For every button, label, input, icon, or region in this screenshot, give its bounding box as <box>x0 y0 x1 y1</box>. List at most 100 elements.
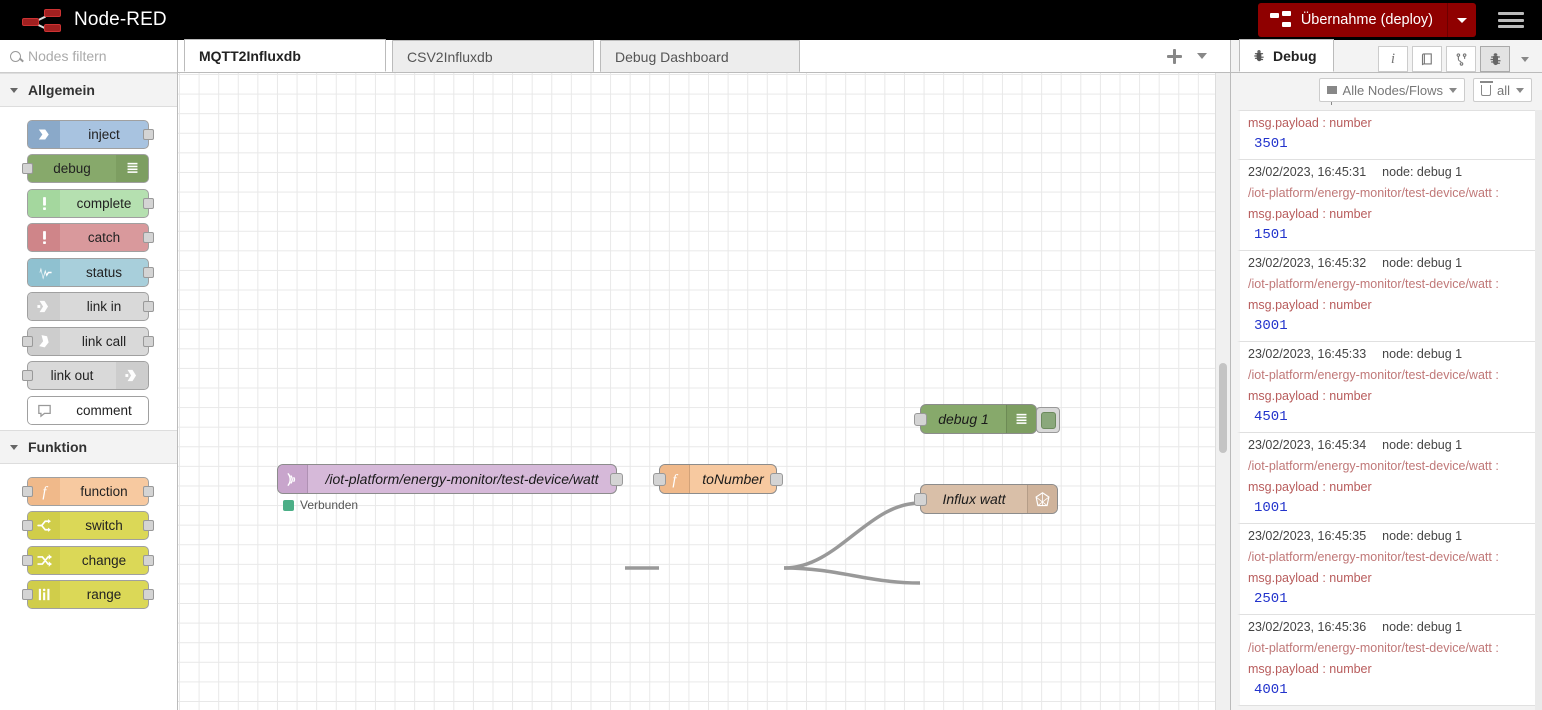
palette-node-catch[interactable]: catch <box>27 223 154 252</box>
node-output-port[interactable] <box>770 473 783 486</box>
node-output-port[interactable] <box>143 197 154 209</box>
debug-message-node: node: debug 1 <box>1382 347 1463 361</box>
debug-node[interactable]: debug 1 <box>914 404 1060 434</box>
palette-node-range[interactable]: range <box>22 580 154 609</box>
flow-tab-mqtt2influxdb[interactable]: MQTT2Influxdb <box>184 39 386 72</box>
flow-menu-button[interactable] <box>1188 43 1216 69</box>
palette-node-status[interactable]: status <box>27 257 154 287</box>
flow-tab-debug-dashboard[interactable]: Debug Dashboard <box>600 40 800 72</box>
palette-category-funktion[interactable]: Funktion <box>0 430 177 464</box>
debug-message-topic: /iot-platform/energy-monitor/test-device… <box>1248 641 1499 655</box>
chevron-down-icon <box>1448 87 1457 93</box>
node-output-port[interactable] <box>143 335 154 347</box>
palette-node-debug[interactable]: debug <box>22 154 149 183</box>
node-input-port[interactable] <box>22 163 33 174</box>
debug-node-toggle-button[interactable] <box>1036 407 1060 433</box>
info-icon[interactable]: i <box>1378 46 1408 72</box>
node-output-port[interactable] <box>143 485 154 497</box>
sidebar-menu-button[interactable] <box>1514 46 1536 72</box>
influxdb-out-node[interactable]: Influx watt <box>914 484 1058 514</box>
debug-message-node: node: debug 1 <box>1382 620 1463 634</box>
palette-node-complete[interactable]: complete <box>27 188 154 218</box>
canvas-scrollbar[interactable] <box>1215 73 1230 710</box>
search-input[interactable]: Nodes filtern <box>28 48 107 64</box>
node-input-port[interactable] <box>22 589 33 600</box>
add-flow-button[interactable] <box>1160 43 1188 69</box>
debug-filter-button[interactable]: Alle Nodes/Flows <box>1318 78 1465 105</box>
node-input-port[interactable] <box>22 335 33 347</box>
node-output-port[interactable] <box>143 301 154 312</box>
palette-node-label: function <box>80 483 128 499</box>
node-input-port[interactable] <box>22 554 33 566</box>
chevron-down-icon <box>10 87 18 93</box>
node-input-port[interactable] <box>653 473 666 486</box>
debug-scrollbar[interactable] <box>1535 110 1542 710</box>
deploy-button-label: Übernahme (deploy) <box>1300 12 1433 28</box>
node-output-port[interactable] <box>143 554 154 566</box>
palette-node-link-call[interactable]: link call <box>22 326 154 356</box>
palette-category-label: Allgemein <box>28 82 95 98</box>
palette-category-label: Funktion <box>28 439 88 455</box>
deploy-button[interactable]: Übernahme (deploy) <box>1257 3 1476 37</box>
node-input-port[interactable] <box>914 493 927 506</box>
tab-debug[interactable]: Debug <box>1239 39 1334 72</box>
palette-node-switch[interactable]: switch <box>22 511 154 540</box>
palette-search[interactable]: Nodes filtern <box>0 40 177 73</box>
debug-message-value: 4001 <box>1254 682 1288 698</box>
debug-message-property: msg.payload : number <box>1248 207 1372 221</box>
mqtt-in-node[interactable]: /iot-platform/energy-monitor/test-device… <box>277 464 623 494</box>
node-output-port[interactable] <box>143 128 154 140</box>
node-label: Influx watt <box>942 491 1006 507</box>
palette-node-link-in[interactable]: link in <box>27 292 154 321</box>
debug-clear-button[interactable]: all <box>1472 78 1532 102</box>
link-call-icon <box>28 327 60 355</box>
palette-node-label: catch <box>87 230 121 245</box>
node-output-port[interactable] <box>143 266 154 278</box>
palette-node-inject[interactable]: inject <box>27 119 154 149</box>
node-output-port[interactable] <box>143 520 154 531</box>
node-label: debug 1 <box>938 411 989 427</box>
node-input-port[interactable] <box>22 370 33 381</box>
debug-message-node: node: debug 1 <box>1382 438 1463 452</box>
node-output-port[interactable] <box>143 232 154 243</box>
node-input-port[interactable] <box>914 413 927 426</box>
chevron-down-icon <box>1197 53 1207 59</box>
debug-message-property: msg.payload : number <box>1248 480 1372 494</box>
palette-category-allgemein[interactable]: Allgemein <box>0 73 177 107</box>
node-input-port[interactable] <box>22 520 33 531</box>
funnel-icon <box>1326 86 1337 105</box>
node-output-port[interactable] <box>143 589 154 600</box>
node-input-port[interactable] <box>22 485 33 497</box>
palette-node-link-out[interactable]: link out <box>22 361 149 390</box>
brand: Node-RED <box>22 7 167 33</box>
bug-icon[interactable] <box>1480 46 1510 72</box>
git-branch-icon[interactable] <box>1446 46 1476 72</box>
palette-node-change[interactable]: change <box>22 545 154 575</box>
flow-canvas[interactable]: /iot-platform/energy-monitor/test-device… <box>178 73 1230 710</box>
canvas-scrollbar-thumb[interactable] <box>1219 363 1227 453</box>
deploy-button-main[interactable]: Übernahme (deploy) <box>1258 3 1448 37</box>
link-arrow-icon <box>28 293 60 320</box>
debug-node-wrapper: debug 1 <box>914 404 1060 434</box>
flow-tab-label: CSV2Influxdb <box>407 48 493 65</box>
debug-message-node: node: debug 1 <box>1382 165 1463 179</box>
flow-tab-csv2influxdb[interactable]: CSV2Influxdb <box>392 40 594 72</box>
node-output-port[interactable] <box>610 473 623 486</box>
book-icon[interactable] <box>1412 46 1442 72</box>
deploy-dropdown-button[interactable] <box>1448 3 1476 37</box>
range-bars-icon <box>28 581 60 608</box>
sidebar-tab-row: Debug i <box>1231 39 1542 73</box>
hamburger-menu-icon[interactable] <box>1494 10 1528 30</box>
palette-node-comment[interactable]: comment <box>27 395 149 425</box>
